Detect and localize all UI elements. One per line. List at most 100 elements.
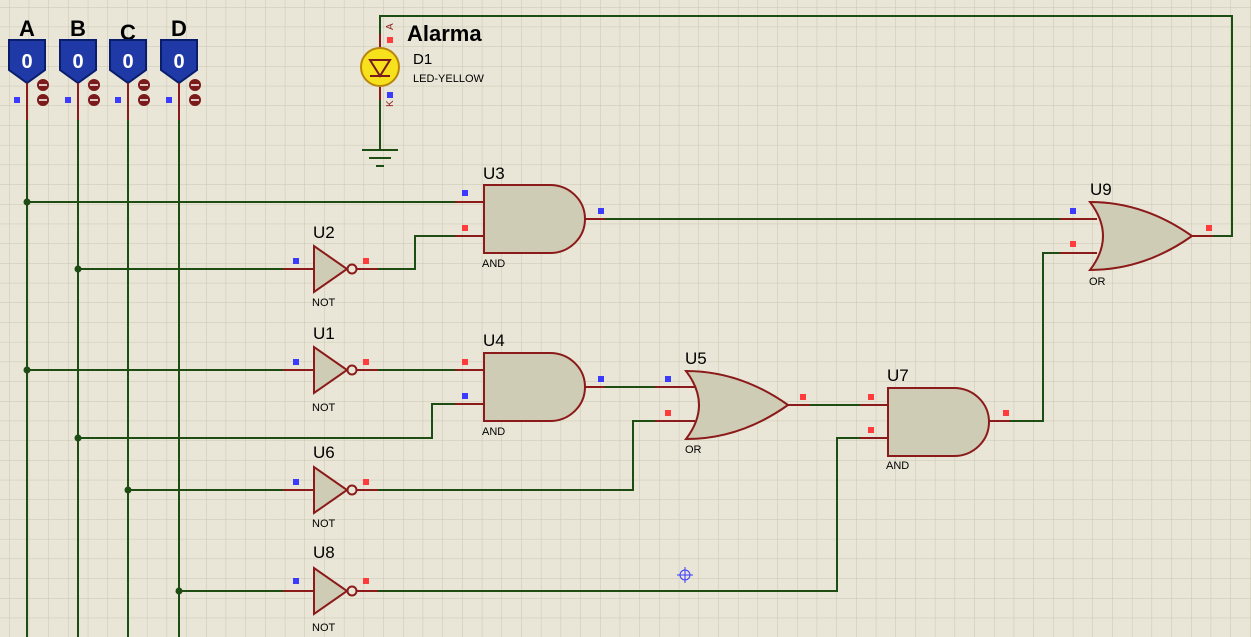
and-gate-icon (887, 387, 990, 457)
input-state: 0 (72, 51, 83, 73)
gate-type: NOT (312, 622, 336, 634)
pin-marker (1003, 410, 1009, 416)
input-label: B (70, 16, 86, 41)
wire-u2-u3 (378, 235, 484, 270)
gate-ref: U8 (313, 543, 335, 562)
pin-marker (115, 97, 121, 103)
gate-type: OR (1089, 276, 1106, 288)
gate-ref: U9 (1090, 180, 1112, 199)
pin-marker (387, 37, 393, 43)
pin-marker (462, 393, 468, 399)
or-gate-icon (683, 369, 790, 441)
gate-u7[interactable]: U7 AND (860, 366, 1010, 472)
gate-type: NOT (312, 518, 336, 530)
gate-ref: U6 (313, 443, 335, 462)
logic-probe-icon (160, 39, 198, 85)
input-label: A (19, 16, 35, 41)
gate-type: AND (886, 460, 909, 472)
pin-marker (1070, 208, 1076, 214)
wire-u9-led (379, 15, 1233, 237)
ground-icon (362, 149, 398, 167)
led-ref: D1 (413, 51, 432, 68)
junctions (23, 198, 183, 595)
or-gate-icon (1087, 200, 1194, 272)
junction-dot (23, 366, 31, 374)
gate-type: AND (482, 426, 505, 438)
pin-marker (65, 97, 71, 103)
led-pin-k-label: K (385, 100, 396, 107)
not-gate-icon (313, 345, 349, 395)
input-state: 0 (21, 51, 32, 73)
pin-marker (598, 208, 604, 214)
pin-marker (462, 225, 468, 231)
gate-type: NOT (312, 402, 336, 414)
junction-dot (175, 587, 183, 595)
junction-dot (124, 486, 132, 494)
led-title: Alarma (407, 21, 482, 46)
pin-marker (462, 359, 468, 365)
gate-ref: U1 (313, 324, 335, 343)
gate-u5[interactable]: U5 OR (655, 349, 810, 456)
pin-marker (293, 359, 299, 365)
logic-input-d[interactable]: D 0 (160, 16, 201, 120)
gate-u8[interactable]: U8 NOT (283, 543, 378, 634)
junction-dot (74, 265, 82, 273)
crosshair-cursor-icon (677, 567, 693, 583)
gate-u3[interactable]: U3 AND (455, 164, 605, 270)
not-gate-icon (313, 566, 349, 616)
input-state: 0 (122, 51, 133, 73)
and-gate-icon (483, 184, 586, 254)
input-state: 0 (173, 51, 184, 73)
pin-marker (665, 376, 671, 382)
logic-input-a[interactable]: A 0 (8, 16, 49, 120)
junction-dot (74, 434, 82, 442)
gate-ref: U3 (483, 164, 505, 183)
gate-u1[interactable]: U1 NOT (283, 324, 378, 414)
junction-dot (23, 198, 31, 206)
not-gate-icon (313, 244, 349, 294)
pin-marker (462, 190, 468, 196)
logic-probe-icon (59, 39, 97, 85)
pin-marker (293, 479, 299, 485)
gate-u6[interactable]: U6 NOT (283, 443, 378, 530)
logic-probe-icon (109, 39, 147, 85)
gate-u9[interactable]: U9 OR (1060, 180, 1213, 288)
logic-input-c[interactable]: C 0 (109, 20, 150, 120)
gate-u2[interactable]: U2 NOT (283, 223, 378, 309)
pin-marker (166, 97, 172, 103)
pin-marker (363, 479, 369, 485)
logic-input-b[interactable]: B 0 (59, 16, 100, 120)
pin-marker (1070, 241, 1076, 247)
led-pin-a-label: A (385, 23, 396, 30)
pin-marker (363, 359, 369, 365)
led-model: LED-YELLOW (413, 73, 485, 85)
pin-marker (14, 97, 20, 103)
gate-type: OR (685, 444, 702, 456)
pin-marker (868, 427, 874, 433)
pin-marker (293, 258, 299, 264)
input-label: C (120, 20, 136, 45)
pin-marker (800, 394, 806, 400)
gate-ref: U4 (483, 331, 505, 350)
pin-marker (868, 394, 874, 400)
pin-marker (598, 376, 604, 382)
gate-type: NOT (312, 297, 336, 309)
gate-ref: U5 (685, 349, 707, 368)
gate-u4[interactable]: U4 AND (455, 331, 605, 438)
pin-marker (665, 410, 671, 416)
and-gate-icon (483, 352, 586, 422)
not-gate-icon (313, 465, 349, 515)
gate-ref: U7 (887, 366, 909, 385)
pin-marker (387, 92, 393, 98)
gate-ref: U2 (313, 223, 335, 242)
input-label: D (171, 16, 187, 41)
pin-marker (363, 578, 369, 584)
diode-icon (368, 59, 392, 78)
pin-marker (1206, 225, 1212, 231)
pin-marker (293, 578, 299, 584)
logic-probe-icon (8, 39, 46, 85)
led-body (360, 47, 400, 87)
led-d1[interactable]: A K Alarma D1 LED-YELLOW (360, 21, 485, 107)
